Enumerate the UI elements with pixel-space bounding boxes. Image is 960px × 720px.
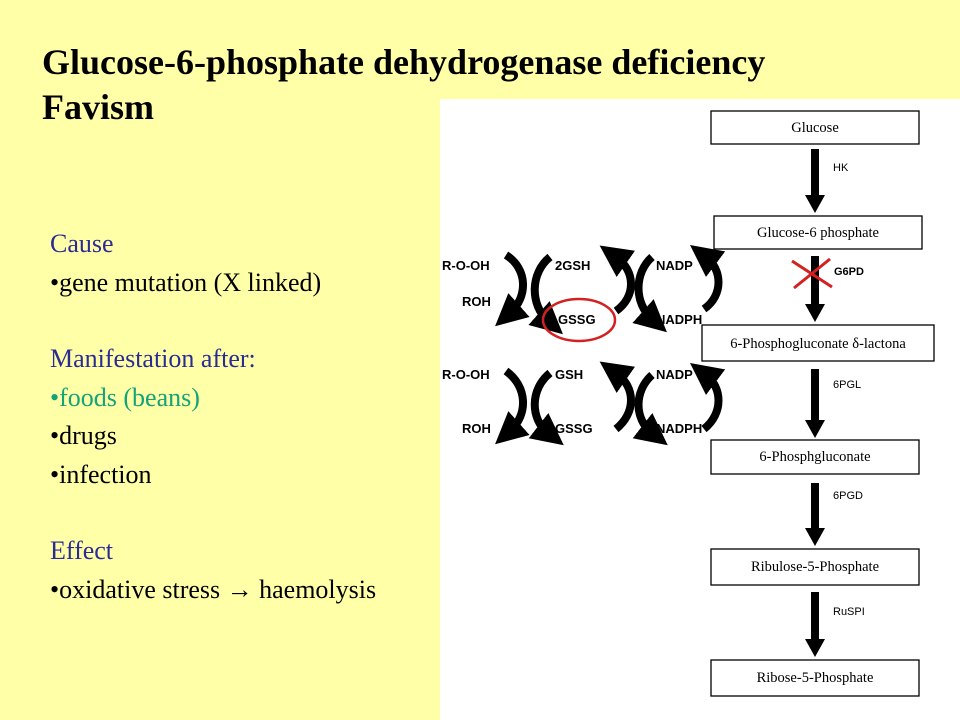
cycle1-nadph: NADPH [656,312,702,327]
cycle1-alcohol: ROH [462,294,491,309]
box-r5p-label: Ribose-5-Phosphate [757,670,874,686]
box-glucose-6-phosphate: Glucose-6 phosphate [713,215,923,250]
manifestation-item-drugs: •drugs [50,421,117,450]
enzyme-g6pd: G6PD [834,266,864,278]
cycle2-curve-a [495,367,530,445]
redox-cycle-2: R-O-OH ROH GSH GSSG NADP NADPH [442,361,726,446]
gssg-highlight-circle [541,297,617,343]
slide-body: Cause •gene mutation (X linked) Manifest… [50,225,450,609]
effect-heading: Effect [50,536,114,565]
cycle2-curve-e [690,362,726,433]
pathway-diagram: Glucose Glucose-6 phosphate 6-Phosphoglu… [442,110,935,697]
manifestation-item-foods: •foods (beans) [50,382,200,412]
cycle1-nadp: NADP [656,258,693,273]
enzyme-ruspi: RuSPI [833,606,865,618]
box-6-phosphogluconate: 6-Phosphgluconate [710,439,920,475]
box-6pg-label: 6-Phosphgluconate [759,449,870,465]
cycle2-nadp: NADP [656,367,693,382]
g6pd-block-mark [791,257,833,290]
cycle2-curve-b [528,369,564,446]
pathway-figure: Glucose Glucose-6 phosphate 6-Phosphoglu… [440,99,960,720]
pathway-arrow-1 [805,149,825,213]
box-ribulose-5-phosphate: Ribulose-5-Phosphate [710,548,920,586]
box-6pgl-label: 6-Phosphogluconate δ-lactona [730,336,906,352]
cycle2-oxidized-glutathione: GSSG [555,421,593,436]
slide-title: Glucose-6-phosphate dehydrogenase defici… [42,40,942,130]
pathway-arrow-3 [805,369,825,438]
cycle1-reduced-glutathione: 2GSH [555,258,590,273]
box-glucose: Glucose [710,110,920,145]
pathway-arrow-4 [805,483,825,546]
box-6-phosphogluconolactone: 6-Phosphogluconate δ-lactona [701,324,935,362]
cycle1-curve-a [495,251,530,327]
box-g6p-label: Glucose-6 phosphate [757,225,879,241]
redox-cycle-1: R-O-OH ROH 2GSH GSSG NADP NADPH [442,244,726,343]
cycle2-curve-d [632,372,668,446]
cycle2-curve-c [599,361,636,433]
cycle1-curve-e [690,244,726,313]
cause-heading: Cause [50,229,114,258]
pathway-arrow-5 [805,592,825,657]
cycle1-peroxide: R-O-OH [442,258,490,273]
box-ribose-5-phosphate: Ribose-5-Phosphate [710,659,920,697]
title-line-1: Glucose-6-phosphate dehydrogenase defici… [42,42,766,82]
cycle1-oxidized-glutathione: GSSG [558,312,596,327]
manifestation-heading: Manifestation after: [50,344,256,373]
cycle1-curve-b [528,253,563,335]
cycle2-alcohol: ROH [462,421,491,436]
cycle2-nadph: NADPH [656,421,702,436]
cause-item: •gene mutation (X linked) [50,267,322,297]
box-ru5p-label: Ribulose-5-Phosphate [751,559,879,575]
box-glucose-label: Glucose [791,120,839,136]
cycle1-curve-c [599,245,636,315]
cycle2-reduced-glutathione: GSH [555,367,583,382]
title-line-2: Favism [42,87,154,127]
cycle2-peroxide: R-O-OH [442,367,490,382]
enzyme-6pgd: 6PGD [833,490,863,502]
enzyme-hk: HK [833,162,849,174]
effect-item: •oxidative stress → haemolysis [50,574,377,604]
pathway-arrow-2 [805,256,825,322]
enzyme-6pgl: 6PGL [833,379,861,391]
cycle1-curve-d [632,254,667,333]
manifestation-item-infection: •infection [50,459,152,489]
